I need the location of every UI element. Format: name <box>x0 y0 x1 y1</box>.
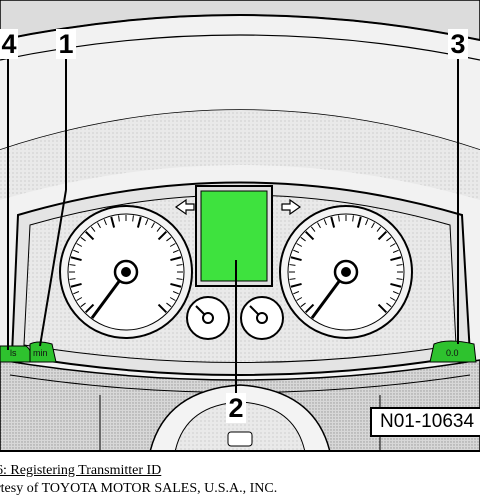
gauge-tick <box>290 256 302 262</box>
gauge-tick <box>176 264 183 266</box>
gauge-tick <box>386 236 392 242</box>
gauge-tick <box>157 230 168 241</box>
gauge-tick <box>76 297 83 301</box>
gauge-tick <box>118 215 120 222</box>
gauge-tick <box>365 219 369 226</box>
gauge-tick <box>386 302 392 308</box>
gauge-tick <box>293 249 300 253</box>
gauge-tick <box>390 282 402 288</box>
instrument-cluster-figure: 4 1 3 2 ls min 0.0 N01-10634 <box>0 0 480 452</box>
gauge-tick <box>323 219 327 226</box>
gauge-tick <box>172 291 179 295</box>
fuel-gauge-icon <box>186 296 230 340</box>
gauge-tick <box>166 302 172 308</box>
gauge-tick <box>97 222 101 229</box>
gauge-tick <box>151 222 155 229</box>
gauge-tick <box>70 256 82 262</box>
gauge-tick <box>371 222 375 229</box>
gauge-tick <box>110 216 116 228</box>
gauge-tick <box>145 219 149 226</box>
gauge-tick <box>172 249 179 253</box>
caption-credit: rtesy of TOYOTA MOTOR SALES, U.S.A., INC… <box>0 481 278 496</box>
gauge-tick <box>317 222 321 229</box>
gauge-tick <box>304 303 315 314</box>
gauge-tick <box>304 230 315 241</box>
gauge-tick <box>300 302 306 308</box>
gauge-tick <box>300 236 306 242</box>
gauge-tick <box>392 291 399 295</box>
reference-code-box: N01-10634 <box>370 407 480 437</box>
gauge-tick <box>289 264 296 266</box>
gauge-tick <box>69 278 76 280</box>
gauge-tick <box>136 216 142 228</box>
gauge-tick <box>103 219 107 226</box>
gauge-tick <box>310 226 316 232</box>
callout-4: 4 <box>0 29 18 59</box>
gauge-tick <box>376 226 382 232</box>
gauge-tick <box>392 249 399 253</box>
gauge-tick <box>170 282 182 288</box>
gauge-tick <box>170 256 182 262</box>
tachometer-icon <box>59 205 193 339</box>
gauge-tick <box>352 215 354 222</box>
gauge-tick <box>293 291 300 295</box>
gauge-tick <box>377 303 388 314</box>
right-arrow-icon <box>281 198 302 216</box>
right-button-label: 0.0 <box>446 348 459 358</box>
gauge-tick <box>69 264 76 266</box>
gauge-tick <box>396 278 403 280</box>
gauge-tick <box>330 216 336 228</box>
callout-2: 2 <box>226 393 246 423</box>
gauge-tick <box>80 236 86 242</box>
gauge-tick <box>166 236 172 242</box>
gauge-tick <box>90 226 96 232</box>
gauge-tick <box>76 243 83 247</box>
gauge-tick <box>377 230 388 241</box>
gauge-tick <box>157 303 168 314</box>
callout-3: 3 <box>448 29 468 59</box>
left-button-label-1: ls <box>10 348 17 358</box>
gauge-tick <box>289 278 296 280</box>
gauge-tick <box>396 264 403 266</box>
reference-code: N01-10634 <box>380 411 475 432</box>
gauge-tick <box>338 215 340 222</box>
gauge-tick <box>389 243 396 247</box>
gauge-tick <box>80 302 86 308</box>
gauge-tick <box>70 282 82 288</box>
left-arrow-icon <box>174 198 195 216</box>
gauge-tick <box>84 303 95 314</box>
gauge-tick <box>156 226 162 232</box>
temperature-gauge-icon <box>240 296 284 340</box>
gauge-tick <box>390 256 402 262</box>
left-button-label-2: min <box>33 348 48 358</box>
speedometer-icon <box>279 205 413 339</box>
figure-caption: 6: Registering Transmitter ID rtesy of T… <box>0 462 480 498</box>
gauge-tick <box>296 243 303 247</box>
gauge-tick <box>84 230 95 241</box>
gauge-tick <box>176 278 183 280</box>
gauge-tick <box>132 215 134 222</box>
caption-title: 6: Registering Transmitter ID <box>0 463 162 478</box>
gauge-tick <box>290 282 302 288</box>
callout-1: 1 <box>56 29 76 59</box>
gauge-tick <box>73 249 80 253</box>
gauge-tick <box>73 291 80 295</box>
instrument-cluster-drawing <box>0 0 480 450</box>
gauge-tick <box>169 243 176 247</box>
gauge-tick <box>169 297 176 301</box>
gauge-tick <box>296 297 303 301</box>
gauge-tick <box>389 297 396 301</box>
gauge-tick <box>356 216 362 228</box>
